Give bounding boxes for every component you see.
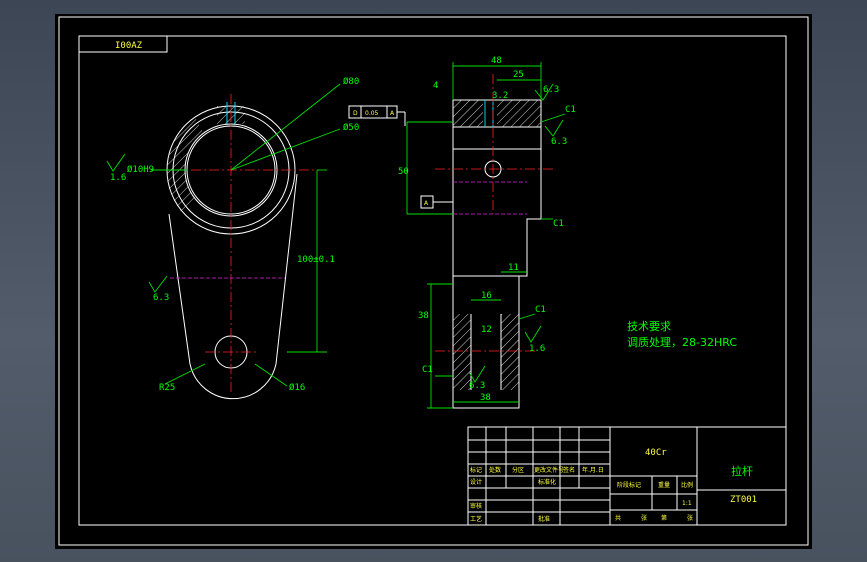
corner-code: I00AZ — [115, 41, 143, 51]
tolerance-symbol: D — [353, 110, 358, 117]
label-review: 审核 — [470, 502, 482, 510]
drawing-number: ZT001 — [730, 495, 757, 505]
label-standardize: 标准化 — [538, 478, 556, 486]
tolerance-value: 0.05 — [365, 110, 379, 117]
chamfer-c1-right: C1 — [535, 305, 546, 315]
sheet-page: 第 — [661, 514, 667, 522]
cad-viewport[interactable]: I00AZ Ø80 Ø50 Ø10H9 100±0.1 R25 Ø — [55, 14, 812, 549]
label-scale: 比例 — [681, 481, 693, 489]
label-zone: 分区 — [512, 466, 524, 474]
side-view — [406, 62, 566, 409]
tech-req-line1: 调质处理，28-32HRC — [627, 336, 737, 349]
dim-dia-16: Ø16 — [289, 382, 305, 393]
dim-small-3: 3.2 — [492, 91, 508, 101]
dim-dia-10: Ø10H9 — [127, 164, 154, 175]
datum-label: A — [424, 200, 429, 207]
label-date: 年.月.日 — [582, 466, 604, 474]
roughness-right-top: 6.3 — [551, 137, 567, 147]
scale-value: 1:1 — [682, 500, 692, 507]
chamfer-c1-left: C1 — [422, 365, 433, 375]
dim-48: 48 — [491, 56, 502, 66]
roughness-left: 1.6 — [110, 173, 126, 183]
roughness-right-bottom: 1.6 — [529, 344, 545, 354]
label-count: 处数 — [489, 466, 501, 474]
label-approve: 批准 — [538, 515, 550, 523]
label-sign: 签名 — [563, 466, 575, 474]
dim-center-distance: 100±0.1 — [297, 255, 335, 265]
roughness-symbol-right-top — [544, 119, 564, 137]
label-change-doc: 更改文件号 — [534, 466, 564, 474]
roughness-symbol-side — [534, 83, 554, 101]
dim-16: 16 — [481, 291, 492, 301]
chamfer-c1-mid: C1 — [553, 219, 564, 229]
dim-50: 50 — [398, 167, 409, 177]
dim-small-4: 4 — [433, 81, 438, 91]
sheet-total: 共 — [615, 514, 621, 522]
dim-25: 25 — [513, 70, 524, 80]
roughness-symbol-mid — [148, 275, 168, 293]
roughness-left-bottom: 6.3 — [469, 381, 485, 391]
dim-r25: R25 — [159, 383, 175, 393]
corner-code-box — [78, 35, 168, 53]
roughness-side: 6.3 — [543, 85, 559, 95]
label-process: 工艺 — [470, 515, 482, 523]
dim-dia-50: Ø50 — [343, 122, 359, 133]
dim-small-12: 12 — [481, 325, 492, 335]
inner-border — [78, 35, 787, 526]
dim-38-bottom: 38 — [480, 393, 491, 403]
dim-38: 38 — [418, 311, 429, 321]
tech-req-title: 技术要求 — [627, 320, 671, 333]
part-name: 拉杆 — [731, 464, 753, 478]
material: 40Cr — [645, 448, 667, 458]
roughness-symbol-left-bottom — [468, 365, 486, 383]
label-stage: 阶段标记 — [617, 481, 641, 489]
tolerance-datum: A — [390, 110, 395, 117]
title-block-lines — [467, 426, 787, 526]
label-mark: 标记 — [470, 466, 482, 474]
label-weight: 重量 — [658, 481, 670, 489]
roughness-symbol-right-bottom — [524, 325, 542, 343]
chamfer-c1-top: C1 — [565, 105, 576, 115]
sheet-sheets: 张 — [641, 514, 647, 522]
sheet-page-sheets: 张 — [687, 514, 693, 522]
roughness-mid: 6.3 — [153, 293, 169, 303]
roughness-symbol-left — [106, 153, 126, 172]
label-design: 设计 — [470, 478, 482, 486]
tolerance-frame — [348, 105, 406, 126]
drawing-canvas: I00AZ Ø80 Ø50 Ø10H9 100±0.1 R25 Ø — [58, 16, 809, 546]
dim-11: 11 — [508, 263, 519, 273]
dim-dia-80: Ø80 — [343, 76, 359, 87]
front-view — [151, 83, 341, 400]
outer-border — [58, 16, 809, 546]
